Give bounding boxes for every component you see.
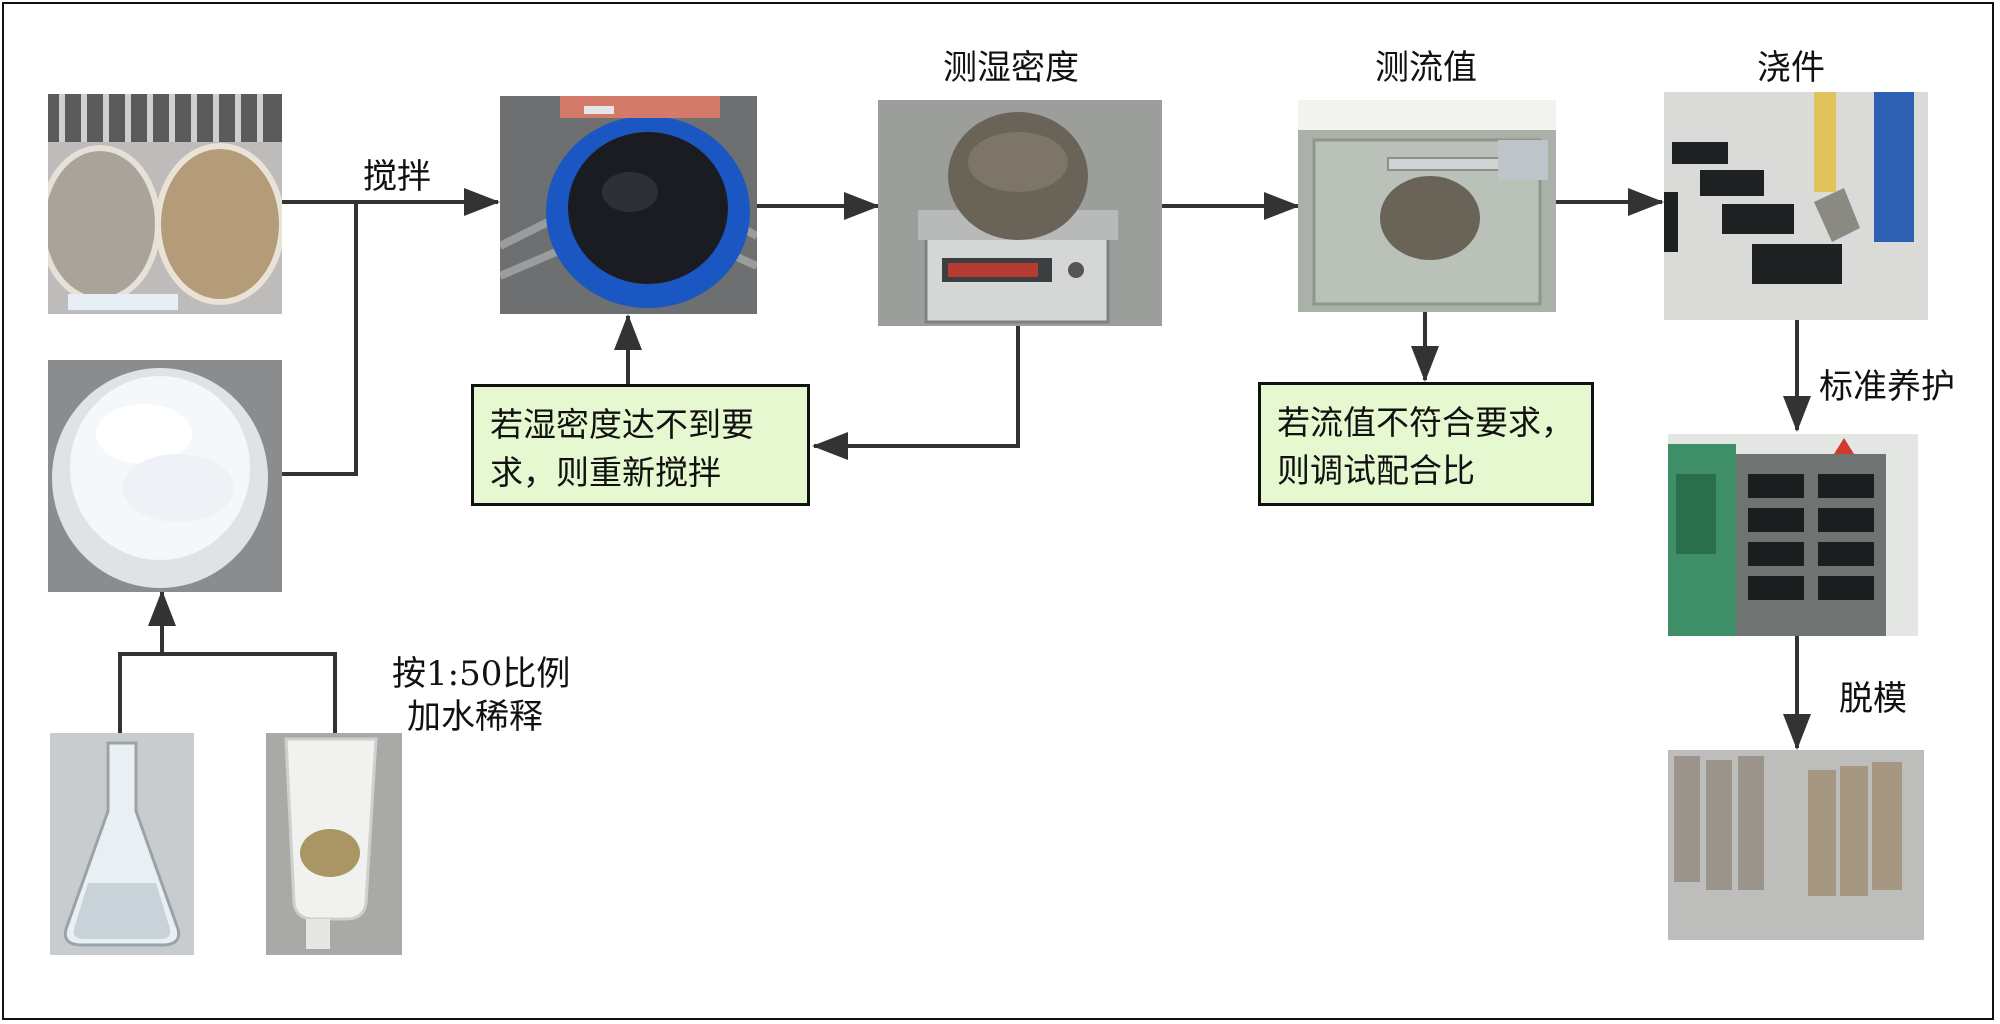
flow-fail-note: 若流值不符合要求， 则调试配合比: [1258, 382, 1594, 506]
density-fail-note-line2: 求，则重新搅拌: [490, 453, 721, 492]
foaming-agent-photo: [48, 360, 282, 592]
dilution-label-line1: 按1:50比例: [392, 654, 571, 694]
water-flask-photo: [50, 733, 194, 955]
raw-materials-photo: [48, 94, 282, 314]
line-dilution-join: [118, 652, 337, 733]
mix-step-label: 搅拌: [363, 157, 431, 197]
density-fail-note: 若湿密度达不到要 求，则重新搅拌: [471, 384, 810, 506]
flow-test-photo: [1298, 100, 1556, 312]
curing-cabinet-photo: [1668, 434, 1918, 636]
wet-density-scale-photo: [878, 100, 1162, 326]
line-foam-to-mix: [282, 202, 358, 476]
cure-step-label: 标准养护: [1819, 367, 1955, 407]
dilution-label-line2: 加水稀释: [407, 697, 543, 737]
arrow-density-fail: [812, 326, 1020, 460]
demolded-specimens-photo: [1668, 750, 1924, 940]
flow-fail-note-line1: 若流值不符合要求，: [1277, 403, 1574, 442]
demold-step-label: 脱模: [1839, 679, 1907, 719]
pouring-molds-photo: [1664, 92, 1928, 320]
foaming-agent-cup-photo: [266, 733, 402, 955]
density-fail-note-line1: 若湿密度达不到要: [490, 405, 754, 444]
pour-step-label: 浇件: [1757, 48, 1825, 88]
mixing-bucket-photo: [500, 96, 757, 314]
flow-fail-note-line2: 则调试配合比: [1277, 451, 1475, 490]
flow-step-label: 测流值: [1375, 48, 1477, 88]
wet-density-step-label: 测湿密度: [943, 48, 1079, 88]
